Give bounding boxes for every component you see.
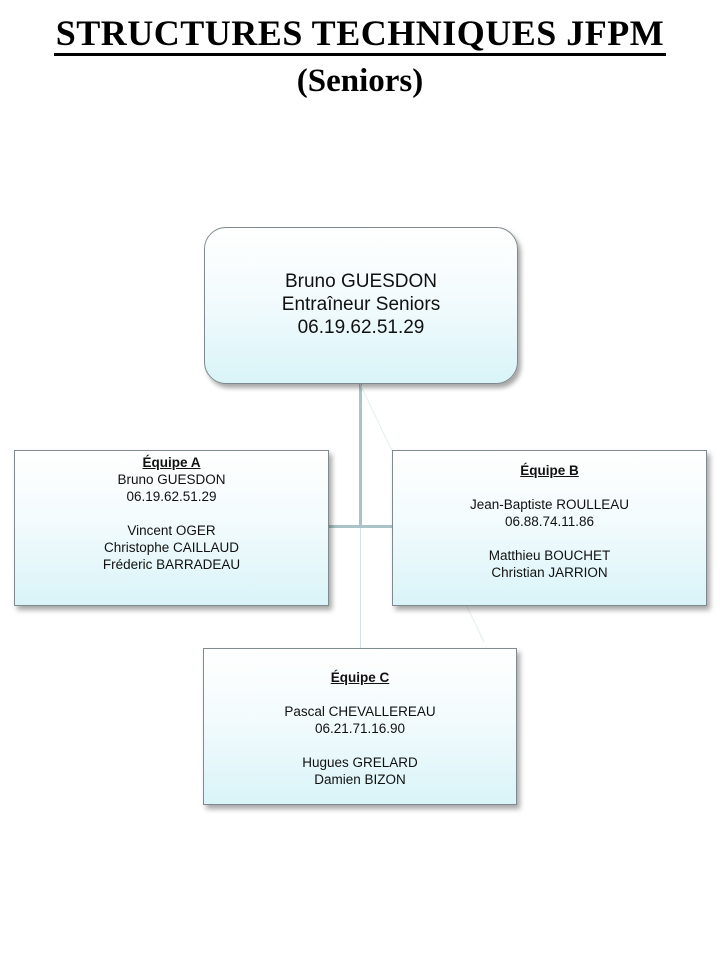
page-subtitle: (Seniors) [296, 63, 424, 99]
connector-vertical-top [359, 384, 362, 527]
team-b-coach-phone: 06.88.74.11.86 [504, 514, 595, 529]
team-a-member: Christophe CAILLAUD [103, 540, 240, 555]
connector-vertical-bottom [360, 528, 361, 648]
team-a-box: Équipe A Bruno GUESDON 06.19.62.51.29 Vi… [14, 450, 329, 606]
head-coach-role: Entraîneur Seniors [281, 294, 441, 315]
team-a-coach-name: Bruno GUESDON [117, 472, 226, 487]
team-c-member: Damien BIZON [314, 772, 406, 787]
team-b-member: Christian JARRION [491, 565, 608, 580]
team-c-coach-name: Pascal CHEVALLEREAU [284, 704, 436, 719]
team-b-coach-name: Jean-Baptiste ROULLEAU [469, 497, 630, 512]
head-coach-name: Bruno GUESDON [284, 271, 438, 292]
connector-horizontal [329, 525, 392, 528]
team-c-title: Équipe C [330, 670, 390, 685]
team-a-member: Vincent OGER [127, 523, 216, 538]
team-c-coach-phone: 06.21.71.16.90 [314, 721, 406, 736]
team-c-member: Hugues GRELARD [302, 755, 418, 770]
head-coach-phone: 06.19.62.51.29 [297, 317, 425, 338]
team-c-box: Équipe C Pascal CHEVALLEREAU 06.21.71.16… [203, 648, 517, 805]
team-b-box: Équipe B Jean-Baptiste ROULLEAU 06.88.74… [392, 450, 707, 606]
page-title: STRUCTURES TECHNIQUES JFPM [0, 12, 720, 56]
team-b-member: Matthieu BOUCHET [488, 548, 611, 563]
head-coach-box: Bruno GUESDON Entraîneur Seniors 06.19.6… [204, 227, 518, 384]
team-a-title: Équipe A [142, 455, 201, 470]
team-a-member: Fréderic BARRADEAU [102, 557, 241, 572]
team-b-title: Équipe B [520, 463, 579, 478]
team-a-coach-phone: 06.19.62.51.29 [126, 489, 217, 504]
